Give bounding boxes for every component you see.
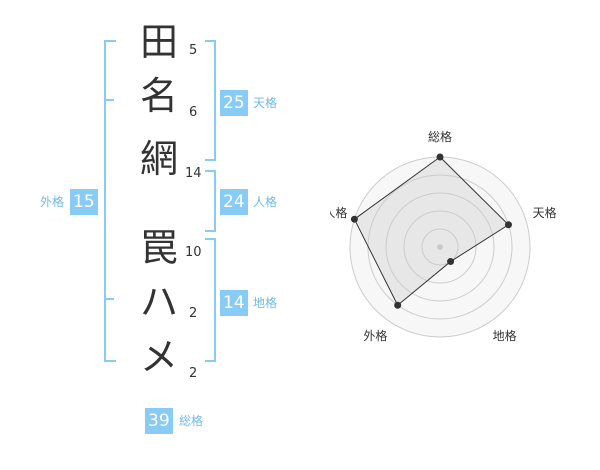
radar-point-5 — [350, 215, 358, 223]
tenkaku-bracket — [205, 40, 216, 161]
jinkaku-bracket — [205, 170, 216, 232]
chikaku-value: 14 — [220, 290, 248, 316]
radar-axis-label-4: 外格 — [363, 328, 387, 343]
radar-series-polygon — [353, 156, 510, 307]
radar-axis-label-3: 地格 — [493, 328, 517, 343]
radar-point-4 — [394, 301, 402, 309]
tenkaku-label: 天格 — [253, 96, 278, 110]
name-char-4: 罠 — [139, 226, 178, 270]
bracket-tick — [104, 99, 114, 101]
name-char-2: 名 — [139, 74, 178, 118]
name-char-1: 田 — [139, 20, 178, 64]
gaikaku-label: 外格 — [40, 195, 65, 209]
chikaku-bracket — [205, 238, 216, 362]
radar-center — [437, 244, 443, 250]
bracket-tick — [104, 298, 114, 300]
radar-point-3 — [447, 258, 455, 266]
gaikaku-value: 15 — [70, 189, 98, 215]
stroke-count-4: 10 — [185, 245, 202, 260]
radar-point-2 — [504, 221, 512, 229]
name-char-6: メ — [139, 335, 178, 379]
tenkaku-value: 25 — [220, 90, 248, 116]
soukaku-value: 39 — [145, 408, 173, 434]
radar-ring — [385, 192, 495, 302]
radar-axis-label-2: 天格 — [533, 205, 557, 220]
name-char-5: ハ — [139, 280, 178, 324]
jinkaku-value: 24 — [220, 189, 248, 215]
stroke-count-3: 14 — [185, 166, 202, 181]
soukaku-label: 総格 — [179, 414, 204, 428]
radar-point-1 — [436, 153, 444, 161]
gaikaku-bracket — [104, 40, 116, 362]
jinkaku-label: 人格 — [253, 195, 278, 209]
radar-axis-label-5: 人格 — [330, 205, 347, 220]
radar-axis-label-1: 総格 — [428, 129, 452, 144]
radar-ring — [403, 210, 477, 284]
stroke-count-5: 2 — [189, 306, 198, 321]
name-char-3: 網 — [139, 137, 178, 181]
stroke-count-1: 5 — [189, 43, 198, 58]
stroke-count-2: 6 — [189, 105, 198, 120]
radar-ring — [421, 228, 459, 266]
stroke-count-6: 2 — [189, 366, 198, 381]
chikaku-label: 地格 — [253, 296, 278, 310]
